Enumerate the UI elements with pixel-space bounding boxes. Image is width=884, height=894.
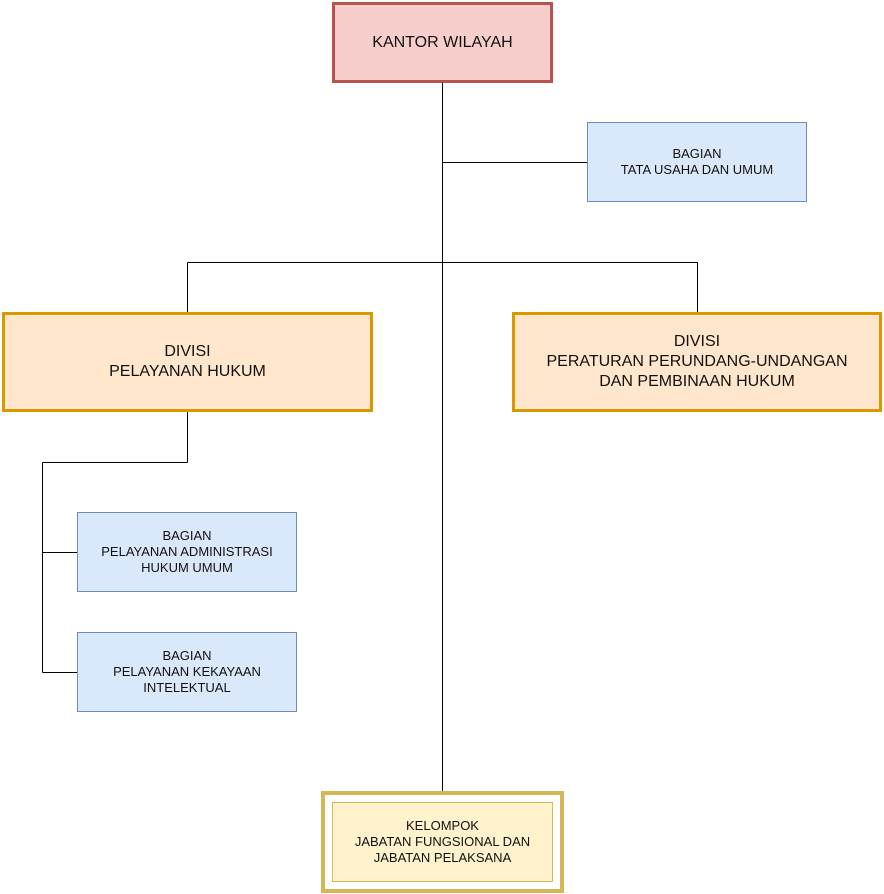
divisi-peraturan-box: DIVISI PERATURAN PERUNDANG-UNDANGAN DAN PE… <box>512 312 882 412</box>
node-text-line: PERATURAN PERUNDANG-UNDANGAN <box>546 353 848 370</box>
node-text-line: PELAYANAN ADMINISTRASI <box>101 543 273 559</box>
node-text-line: KELOMPOK <box>406 817 479 833</box>
node-text-line: TATA USAHA DAN UMUM <box>620 162 774 177</box>
node-text-line: DIVISI <box>164 343 211 360</box>
node-text-line: BAGIAN <box>162 527 212 543</box>
node-text-line: DIVISI <box>673 333 721 350</box>
node-text-line: PELAYANAN HUKUM <box>109 363 266 380</box>
node-text-line: BAGIAN <box>162 647 212 663</box>
kantor-wilayah-box: KANTOR WILAYAH <box>332 2 553 83</box>
node-text-line: HUKUM UMUM <box>141 560 233 576</box>
node-text-line: JABATAN PELAKSANA <box>373 850 512 866</box>
node-text-line: JABATAN FUNGSIONAL DAN <box>354 833 531 849</box>
node-text-line: INTELEKTUAL <box>143 680 231 696</box>
node-text-line: PELAYANAN KEKAYAAN <box>113 663 261 679</box>
node-text-line: DAN PEMBINAAN HUKUM <box>599 373 795 390</box>
divisi-pelayanan-hukum-box: DIVISI PELAYANAN HUKUM <box>2 312 373 412</box>
node-text-line: KANTOR WILAYAH <box>372 33 513 51</box>
node-text-line: BAGIAN <box>672 145 722 161</box>
